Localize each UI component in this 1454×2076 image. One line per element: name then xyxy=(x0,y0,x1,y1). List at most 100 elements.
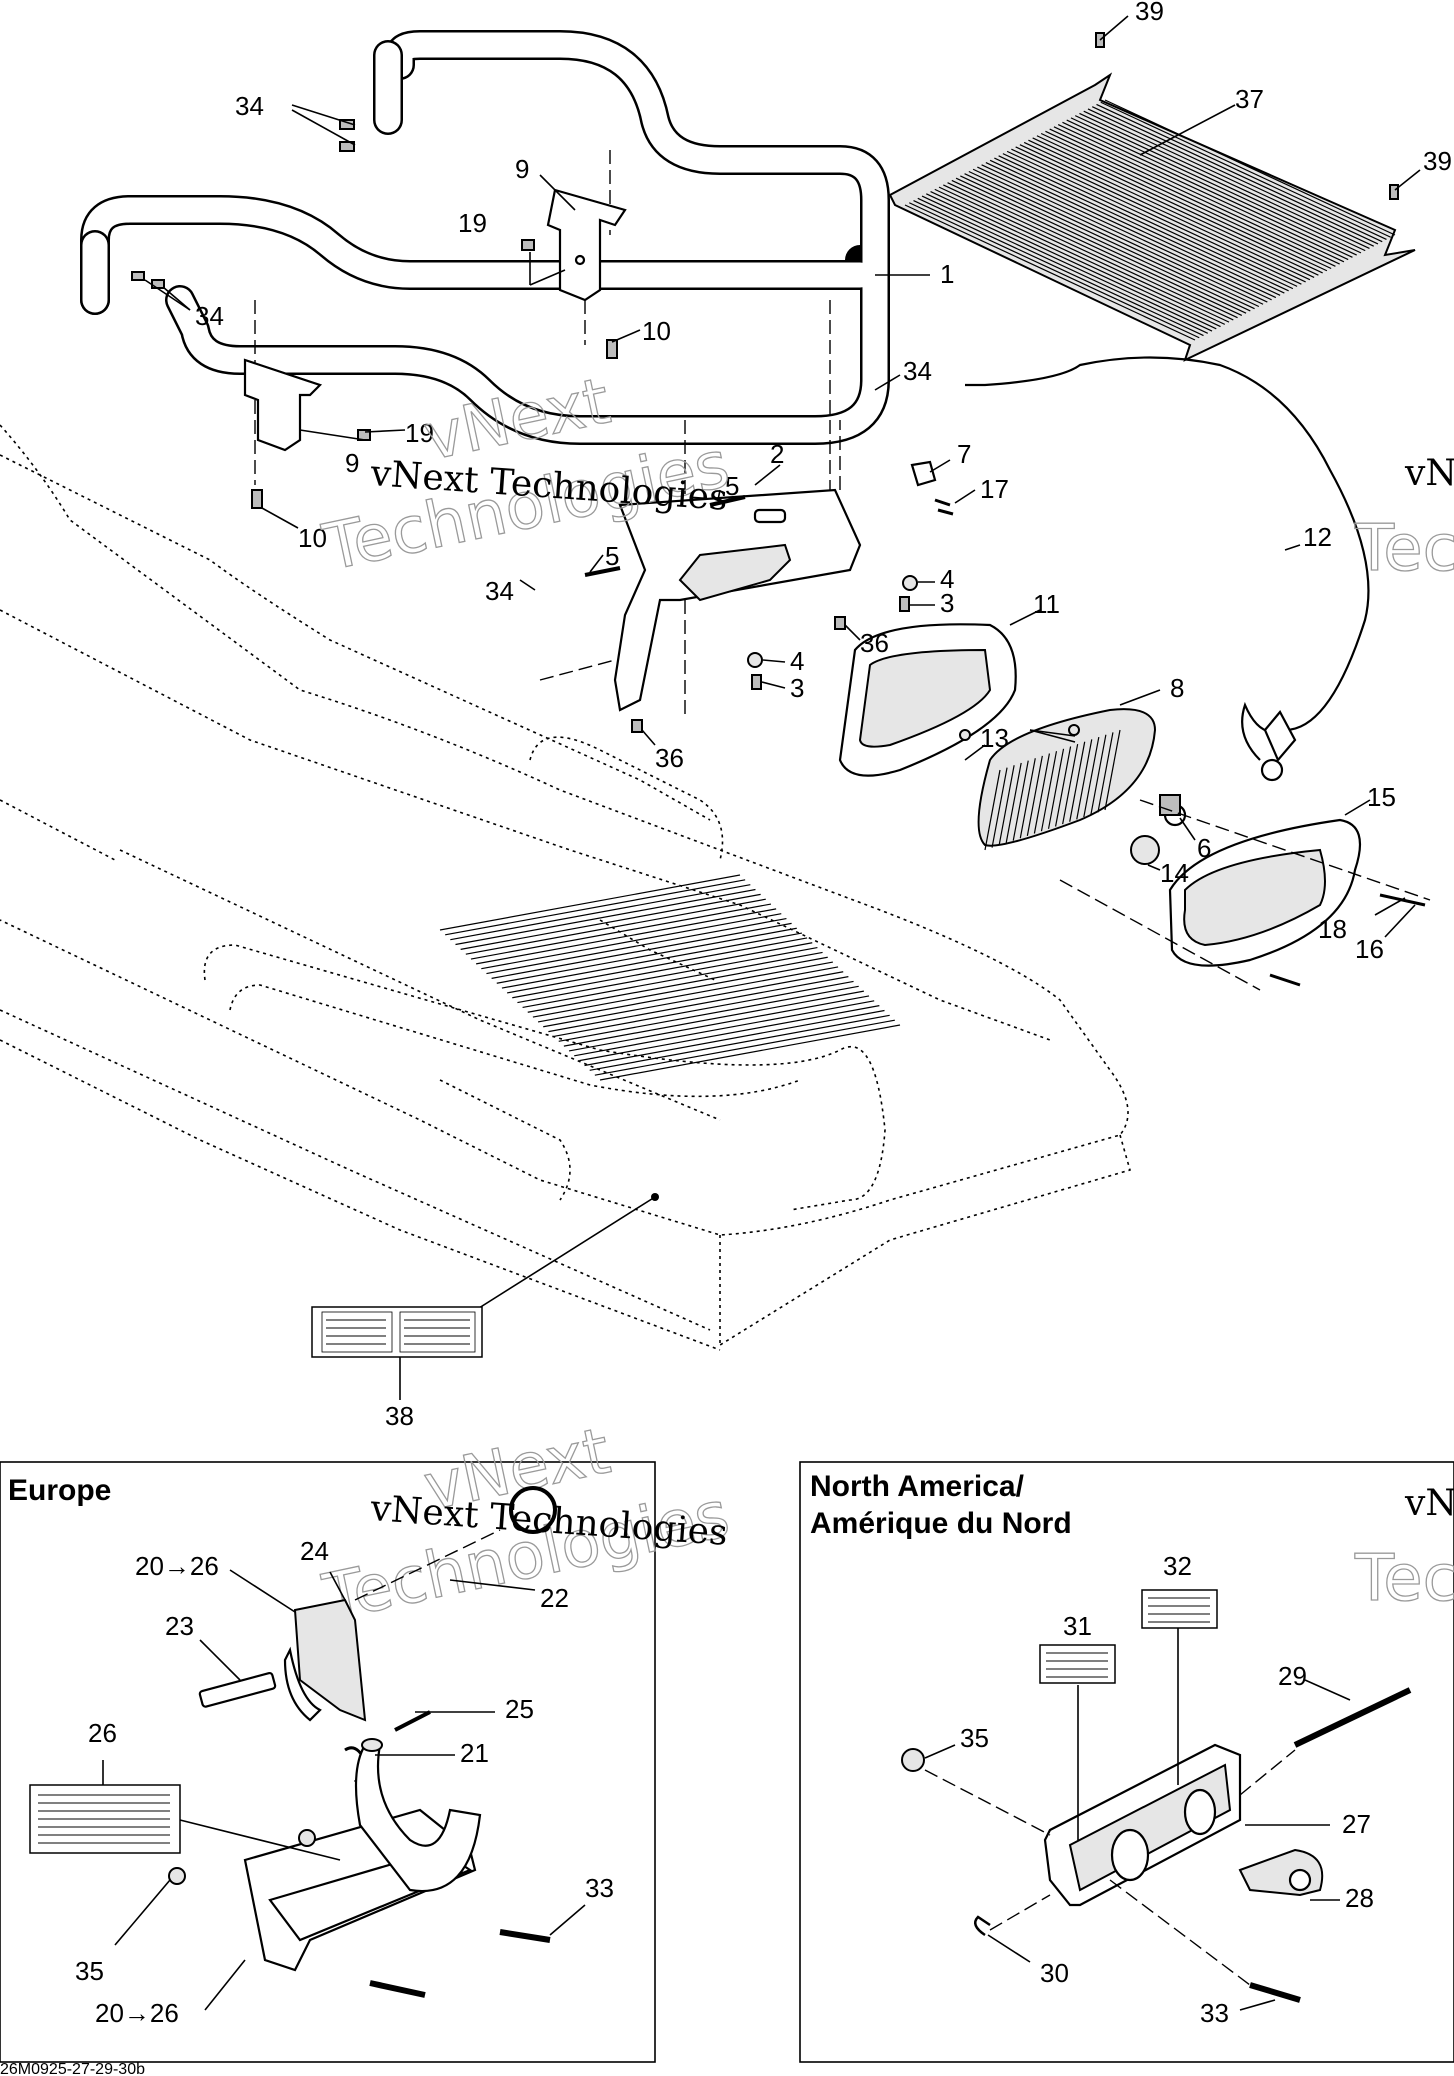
hatch-line xyxy=(1011,148,1302,285)
tail-light-bracket xyxy=(539,420,862,712)
callout-34b: 34 xyxy=(195,301,224,331)
screws-34-top xyxy=(131,119,618,509)
callout-38: 38 xyxy=(385,1401,414,1431)
callout-13: 13 xyxy=(980,723,1009,753)
hatch-line xyxy=(579,1005,880,1062)
hatch-line xyxy=(1104,99,1396,236)
hatch-line xyxy=(1091,106,1383,243)
callout-30: 30 xyxy=(1040,1958,1069,1988)
hatch-line xyxy=(527,956,828,1013)
hatch-line xyxy=(465,898,766,955)
callout-31: 31 xyxy=(1063,1611,1092,1641)
hatch-line xyxy=(1100,101,1391,238)
callout-16: 16 xyxy=(1355,934,1384,964)
hatch-line xyxy=(926,193,1217,330)
callout-17: 17 xyxy=(980,474,1009,504)
hatch-line xyxy=(1104,729,1121,811)
tunnel-outline xyxy=(0,424,1131,1351)
hatch-line xyxy=(1040,751,1058,832)
callout-10b: 10 xyxy=(298,523,327,553)
hatch-line xyxy=(968,170,1260,308)
callout-36a: 36 xyxy=(860,628,889,658)
callout-33-na: 33 xyxy=(1200,1998,1229,2028)
hatch-line xyxy=(1033,753,1051,834)
hatch-line xyxy=(930,191,1221,328)
callout-35-eu: 35 xyxy=(75,1956,104,1986)
hatch-line xyxy=(506,937,808,994)
hatch-line xyxy=(1062,121,1353,258)
callout-6: 6 xyxy=(1197,833,1211,863)
hatch-line xyxy=(594,1019,895,1076)
na-title-line1: North America/ xyxy=(810,1470,1025,1503)
hatch-line xyxy=(517,946,818,1004)
hatch-line xyxy=(455,888,756,946)
hatch-line xyxy=(1028,139,1319,276)
hatch-line xyxy=(1047,748,1065,829)
callout-5a: 5 xyxy=(725,471,739,501)
hatch-line xyxy=(1054,746,1072,827)
hatch-line xyxy=(481,913,782,970)
callout-22: 22 xyxy=(540,1583,569,1613)
hatch-line xyxy=(1074,115,1366,252)
hatch-line xyxy=(512,942,813,999)
hatch-line xyxy=(972,168,1264,305)
hatch-line xyxy=(998,155,1289,292)
hatch-line xyxy=(1096,103,1387,241)
callout-20-26a: 20→26 xyxy=(135,1551,219,1581)
hatch-line xyxy=(998,765,1015,846)
hatch-line xyxy=(501,932,803,989)
hatch-line xyxy=(558,985,859,1042)
hatch-line xyxy=(1066,119,1357,256)
hatch-line xyxy=(985,162,1277,299)
hatch-line xyxy=(1083,736,1100,818)
svg-text:vNe: vNe xyxy=(1404,1483,1454,1524)
hatch-line xyxy=(496,927,797,984)
callout-27: 27 xyxy=(1342,1809,1371,1839)
hatch-line xyxy=(450,884,751,941)
svg-text:Tec: Tec xyxy=(1354,1542,1454,1616)
rack-tube xyxy=(80,30,890,720)
callout-39a: 39 xyxy=(1135,0,1164,26)
europe-title: Europe xyxy=(8,1474,111,1507)
hatch-line xyxy=(599,1024,901,1081)
lens-15 xyxy=(1059,799,1431,991)
hatch-line xyxy=(1070,117,1362,254)
callout-10a: 10 xyxy=(642,316,671,346)
hatch-line xyxy=(563,990,864,1047)
callouts-main: 39 37 39 34 34 9 19 1 10 19 9 10 34 2 5 … xyxy=(144,0,1452,1431)
hatch-line xyxy=(955,177,1247,314)
callout-35-na: 35 xyxy=(960,1723,989,1753)
hatch-line xyxy=(947,182,1238,319)
hatch-line xyxy=(543,971,844,1028)
hatch-line xyxy=(1076,739,1093,820)
hatch-line xyxy=(1012,760,1029,841)
watermark-company-partial: vNe xyxy=(1404,453,1454,494)
hatch-line xyxy=(439,874,741,931)
hatch-line xyxy=(1002,153,1294,290)
hatch-line xyxy=(1023,141,1315,278)
hatch-line xyxy=(1015,146,1306,283)
callout-5b: 5 xyxy=(605,541,619,571)
hatch-line xyxy=(964,173,1255,310)
hatch-line xyxy=(943,184,1234,321)
callout-39b: 39 xyxy=(1423,146,1452,176)
decal-38 xyxy=(311,1306,483,1400)
hatch-line xyxy=(913,199,1204,337)
hatch-line xyxy=(1026,755,1043,836)
hatch-line xyxy=(977,166,1268,303)
callout-33-eu: 33 xyxy=(585,1873,614,1903)
callout-28: 28 xyxy=(1345,1883,1374,1913)
wiring-harness xyxy=(910,356,1370,782)
callout-19b: 19 xyxy=(405,418,434,448)
hatch-line xyxy=(994,157,1285,294)
drawing-reference: 26M0925-27-29-30b xyxy=(0,2061,145,2076)
hatch-line xyxy=(1097,732,1114,813)
callout-7: 7 xyxy=(957,439,971,469)
hatch-line xyxy=(1006,150,1298,287)
hatch-line xyxy=(1057,124,1349,261)
hatch-line xyxy=(1036,135,1328,272)
bolts-5 xyxy=(584,495,918,733)
callout-37: 37 xyxy=(1235,84,1264,114)
callout-15: 15 xyxy=(1367,782,1396,812)
lens-housing-11 xyxy=(838,623,1017,777)
